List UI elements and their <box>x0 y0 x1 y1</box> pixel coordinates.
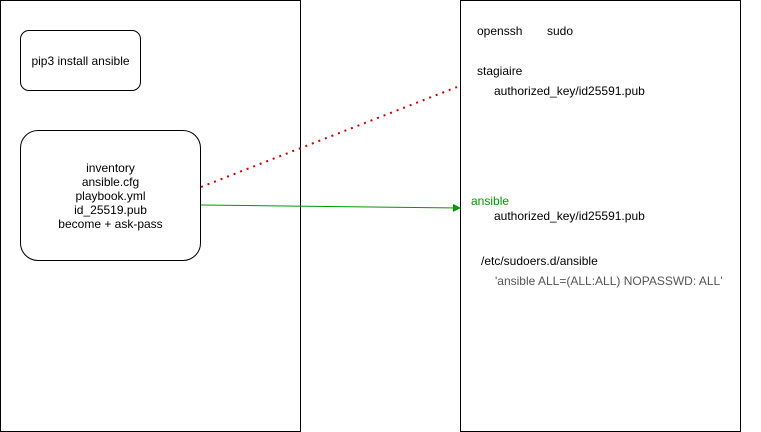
file-ansible-cfg: ansible.cfg <box>81 174 140 189</box>
stagiaire-authorized-key: authorized_key/id25591.pub <box>494 84 645 98</box>
install-command-box: pip3 install ansible <box>20 30 141 91</box>
ansible-authorized-key: authorized_key/id25591.pub <box>494 209 645 223</box>
user-stagiaire: stagiaire <box>477 64 523 78</box>
file-playbook: playbook.yml <box>75 188 146 203</box>
package-openssh: openssh <box>477 24 523 38</box>
sudoers-file-path: /etc/sudoers.d/ansible <box>481 254 598 268</box>
package-sudo: sudo <box>547 24 574 38</box>
file-inventory: inventory <box>86 160 135 175</box>
dotted-connector-to-stagiaire <box>200 86 458 188</box>
file-public-key: id_25519.pub <box>74 202 147 217</box>
managed-node-panel <box>460 0 741 432</box>
file-become-option: become + ask-pass <box>58 216 163 231</box>
config-files-box: inventory ansible.cfg playbook.yml id_25… <box>20 130 201 261</box>
sudoers-rule: 'ansible ALL=(ALL:ALL) NOPASSWD: ALL' <box>495 274 723 288</box>
user-ansible: ansible <box>471 194 510 208</box>
arrow-connector-to-ansible <box>200 203 461 212</box>
install-command-label: pip3 install ansible <box>31 53 130 68</box>
